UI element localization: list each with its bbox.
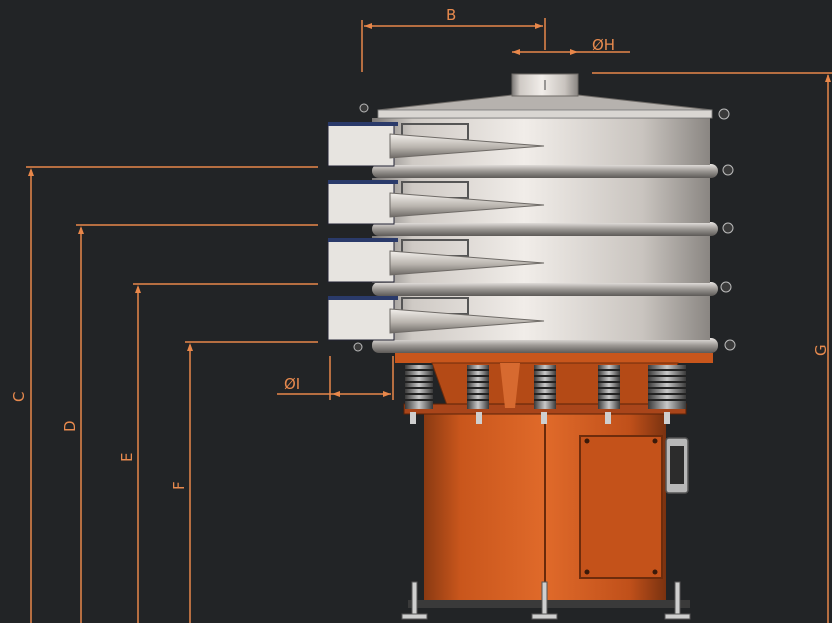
base-plate	[408, 600, 690, 608]
dim-label-g: G	[812, 344, 830, 356]
dim-label-h: ØH	[592, 36, 615, 54]
dimension-arrows	[28, 23, 831, 397]
dim-label-b: B	[446, 6, 456, 24]
dim-label-f: F	[170, 481, 188, 490]
sieve-machine	[327, 73, 736, 620]
discharge-spouts	[327, 122, 545, 341]
dim-label-e: E	[118, 453, 136, 462]
dimension-lines	[26, 18, 832, 623]
inspection-panel	[579, 435, 663, 579]
dim-label-i: ØI	[284, 375, 300, 393]
dim-label-c: C	[10, 392, 28, 402]
springs	[405, 365, 686, 409]
dim-label-d: D	[61, 420, 79, 432]
tier-clamps	[353, 103, 736, 352]
leveling-feet	[401, 581, 691, 620]
